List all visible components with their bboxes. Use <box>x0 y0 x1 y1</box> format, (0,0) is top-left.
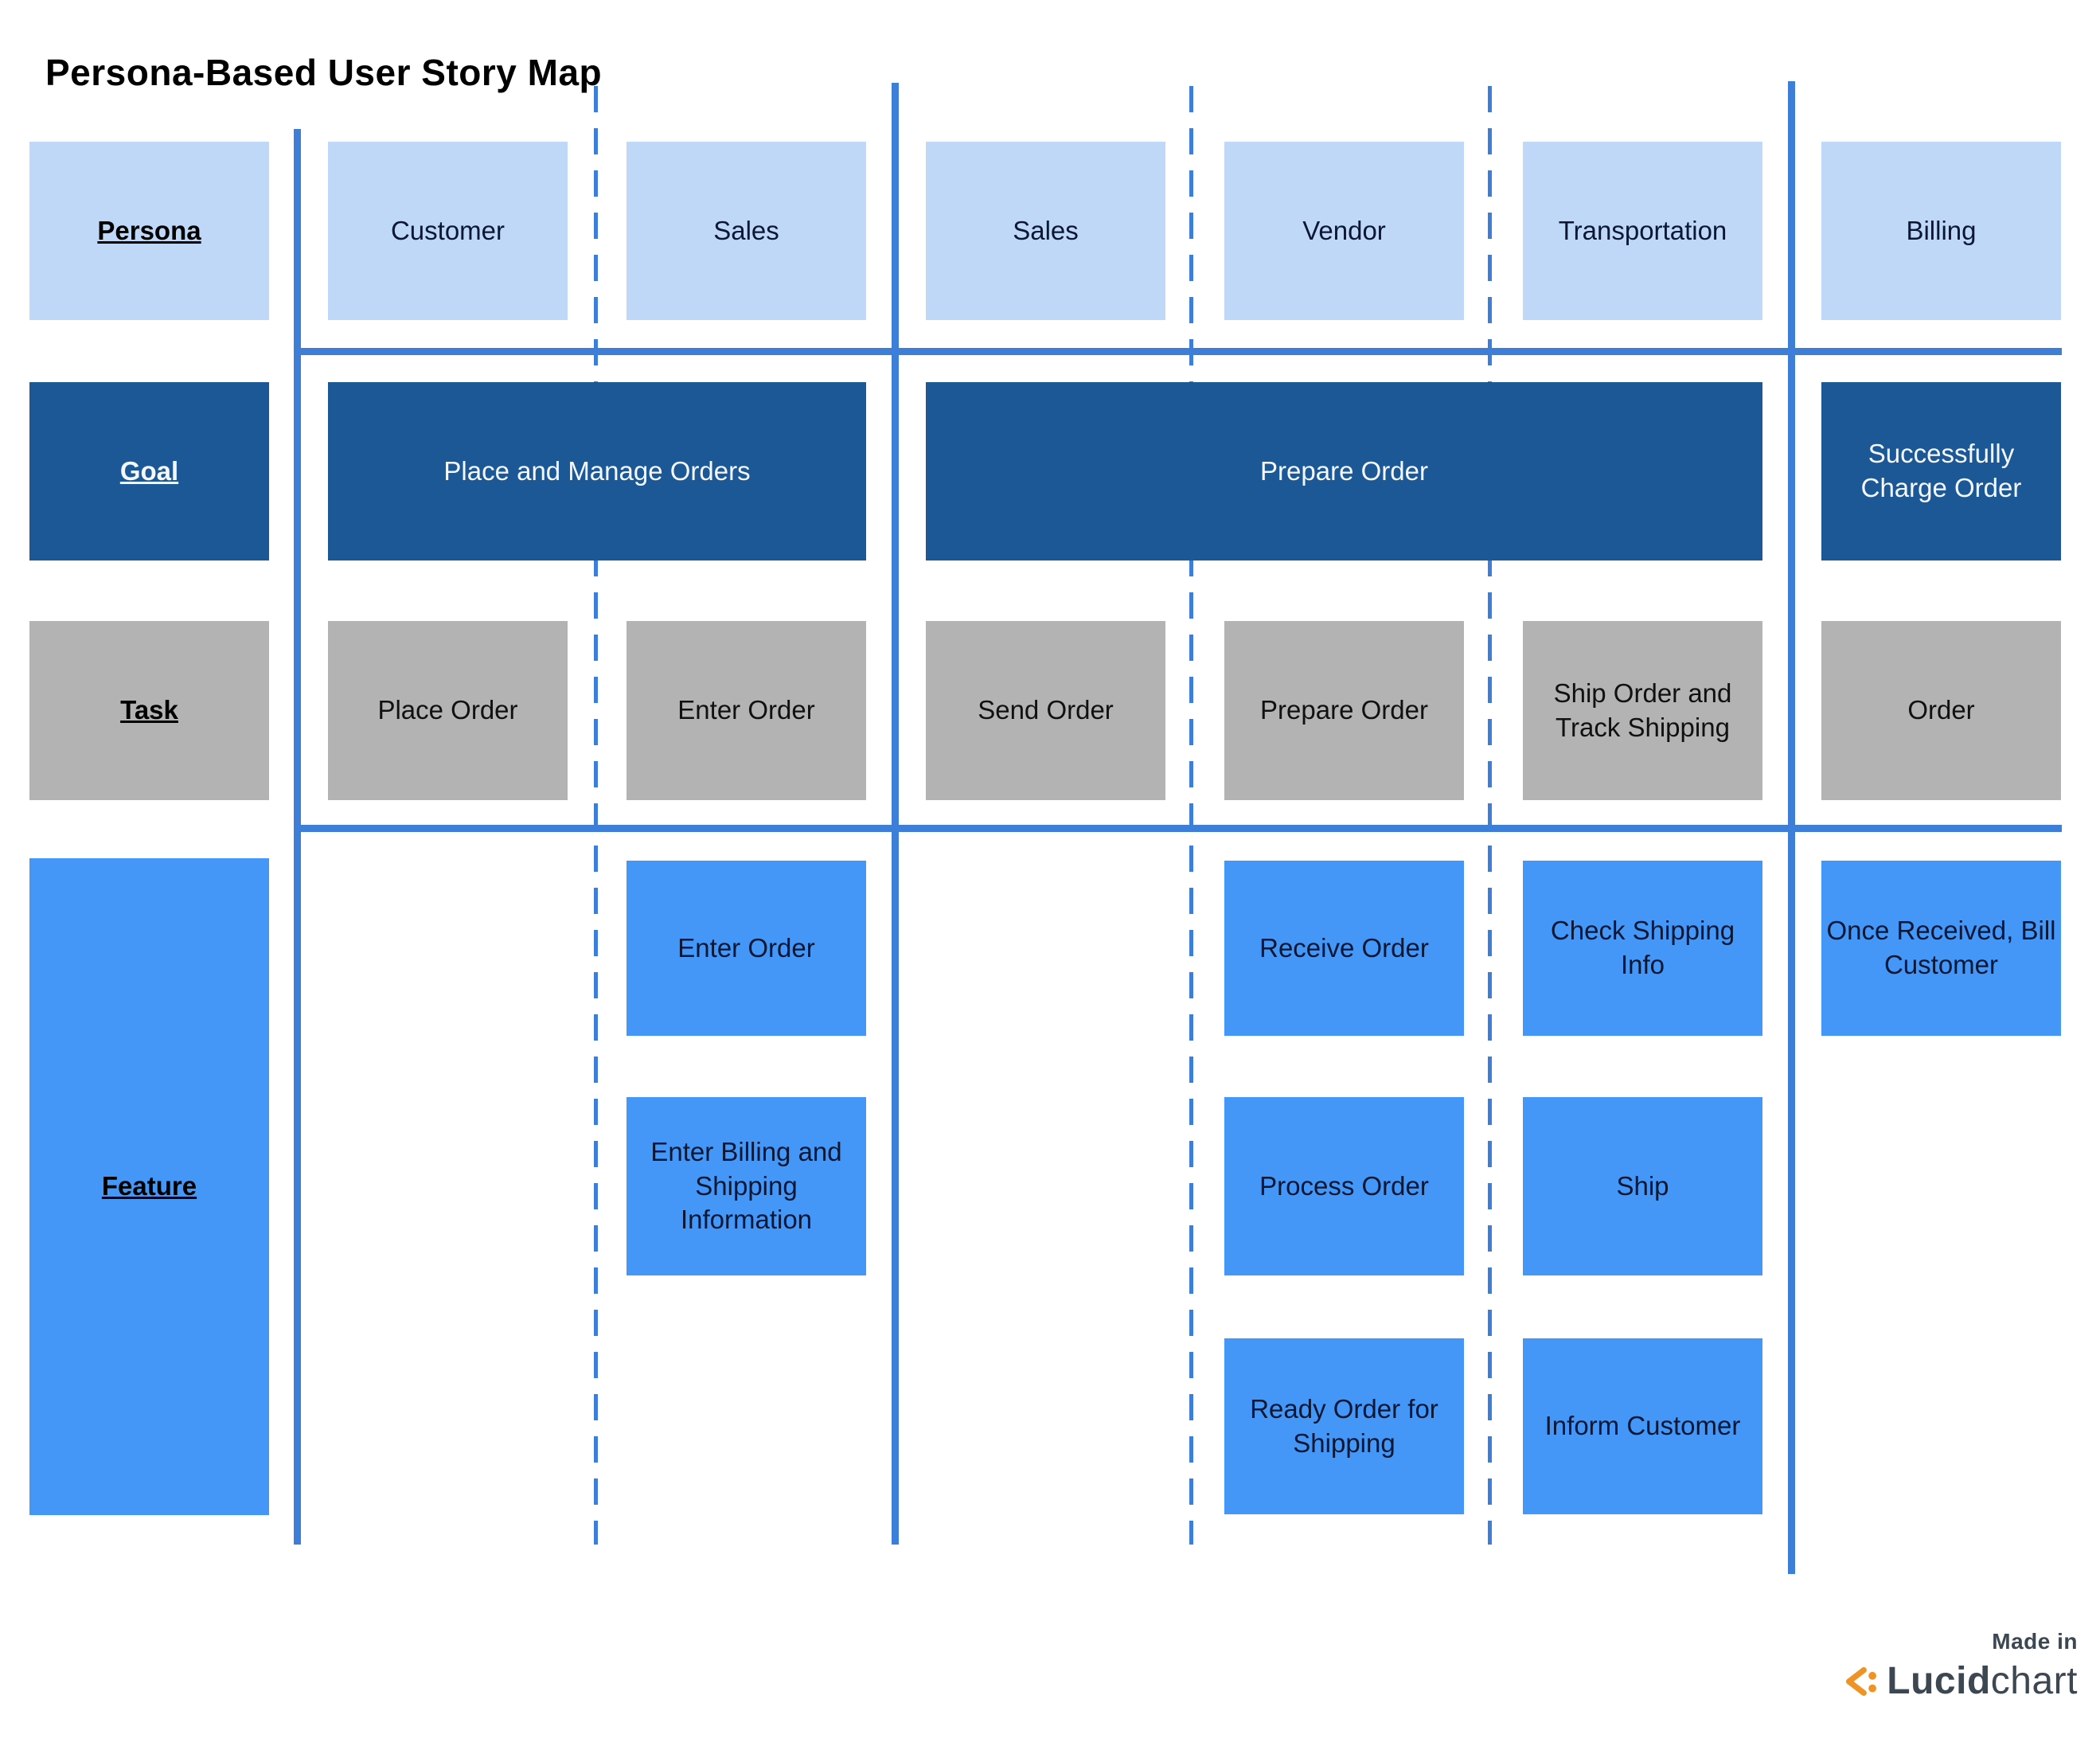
task-card-send-order[interactable]: Send Order <box>926 621 1165 800</box>
brand-name-lucid: Lucid <box>1887 1660 1991 1702</box>
feature-card-ready-order-for-shipping[interactable]: Ready Order for Shipping <box>1224 1338 1464 1514</box>
row-label-task[interactable]: Task <box>29 621 269 800</box>
feature-card-inform-customer[interactable]: Inform Customer <box>1523 1338 1762 1514</box>
lucid-logo-icon <box>1846 1666 1877 1696</box>
persona-card-sales-2[interactable]: Sales <box>926 142 1165 320</box>
made-in-label: Made in <box>1992 1629 2078 1654</box>
feature-card-check-shipping-info[interactable]: Check Shipping Info <box>1523 861 1762 1036</box>
row-label-persona[interactable]: Persona <box>29 142 269 320</box>
goal-card-prepare-order[interactable]: Prepare Order <box>926 382 1762 560</box>
task-card-place-order[interactable]: Place Order <box>328 621 568 800</box>
feature-card-receive-order[interactable]: Receive Order <box>1224 861 1464 1036</box>
goal-card-place-and-manage-orders[interactable]: Place and Manage Orders <box>328 382 866 560</box>
grid-hline-2 <box>297 825 2062 832</box>
grid-vline-dashed-3 <box>1488 86 1492 1545</box>
persona-card-transportation[interactable]: Transportation <box>1523 142 1762 320</box>
row-label-feature[interactable]: Feature <box>29 858 269 1515</box>
task-card-order[interactable]: Order <box>1821 621 2061 800</box>
feature-card-once-received-bill-customer[interactable]: Once Received, Bill Customer <box>1821 861 2061 1036</box>
persona-card-vendor[interactable]: Vendor <box>1224 142 1464 320</box>
persona-card-sales-1[interactable]: Sales <box>626 142 866 320</box>
grid-hline-1 <box>297 348 2062 355</box>
feature-card-process-order[interactable]: Process Order <box>1224 1097 1464 1275</box>
task-card-enter-order[interactable]: Enter Order <box>626 621 866 800</box>
goal-card-successfully-charge-order[interactable]: Successfully Charge Order <box>1821 382 2061 560</box>
persona-card-billing[interactable]: Billing <box>1821 142 2061 320</box>
brand-name-chart: chart <box>1990 1660 2078 1702</box>
row-label-goal[interactable]: Goal <box>29 382 269 560</box>
feature-card-enter-billing-and-shipping-information[interactable]: Enter Billing and Shipping Information <box>626 1097 866 1275</box>
task-card-ship-order-and-track-shipping[interactable]: Ship Order and Track Shipping <box>1523 621 1762 800</box>
grid-vline-dashed-1 <box>594 86 598 1545</box>
persona-card-customer[interactable]: Customer <box>328 142 568 320</box>
page-title: Persona-Based User Story Map <box>45 52 603 93</box>
grid-vline-solid-2 <box>892 83 899 1545</box>
brand-name: Lucidchart <box>1887 1659 2078 1703</box>
lucidchart-watermark: Made in Lucidchart <box>1842 1629 2078 1703</box>
grid-vline-dashed-2 <box>1189 86 1193 1545</box>
task-card-prepare-order[interactable]: Prepare Order <box>1224 621 1464 800</box>
grid-vline-solid-1 <box>294 129 301 1545</box>
feature-card-ship[interactable]: Ship <box>1523 1097 1762 1275</box>
feature-card-enter-order[interactable]: Enter Order <box>626 861 866 1036</box>
